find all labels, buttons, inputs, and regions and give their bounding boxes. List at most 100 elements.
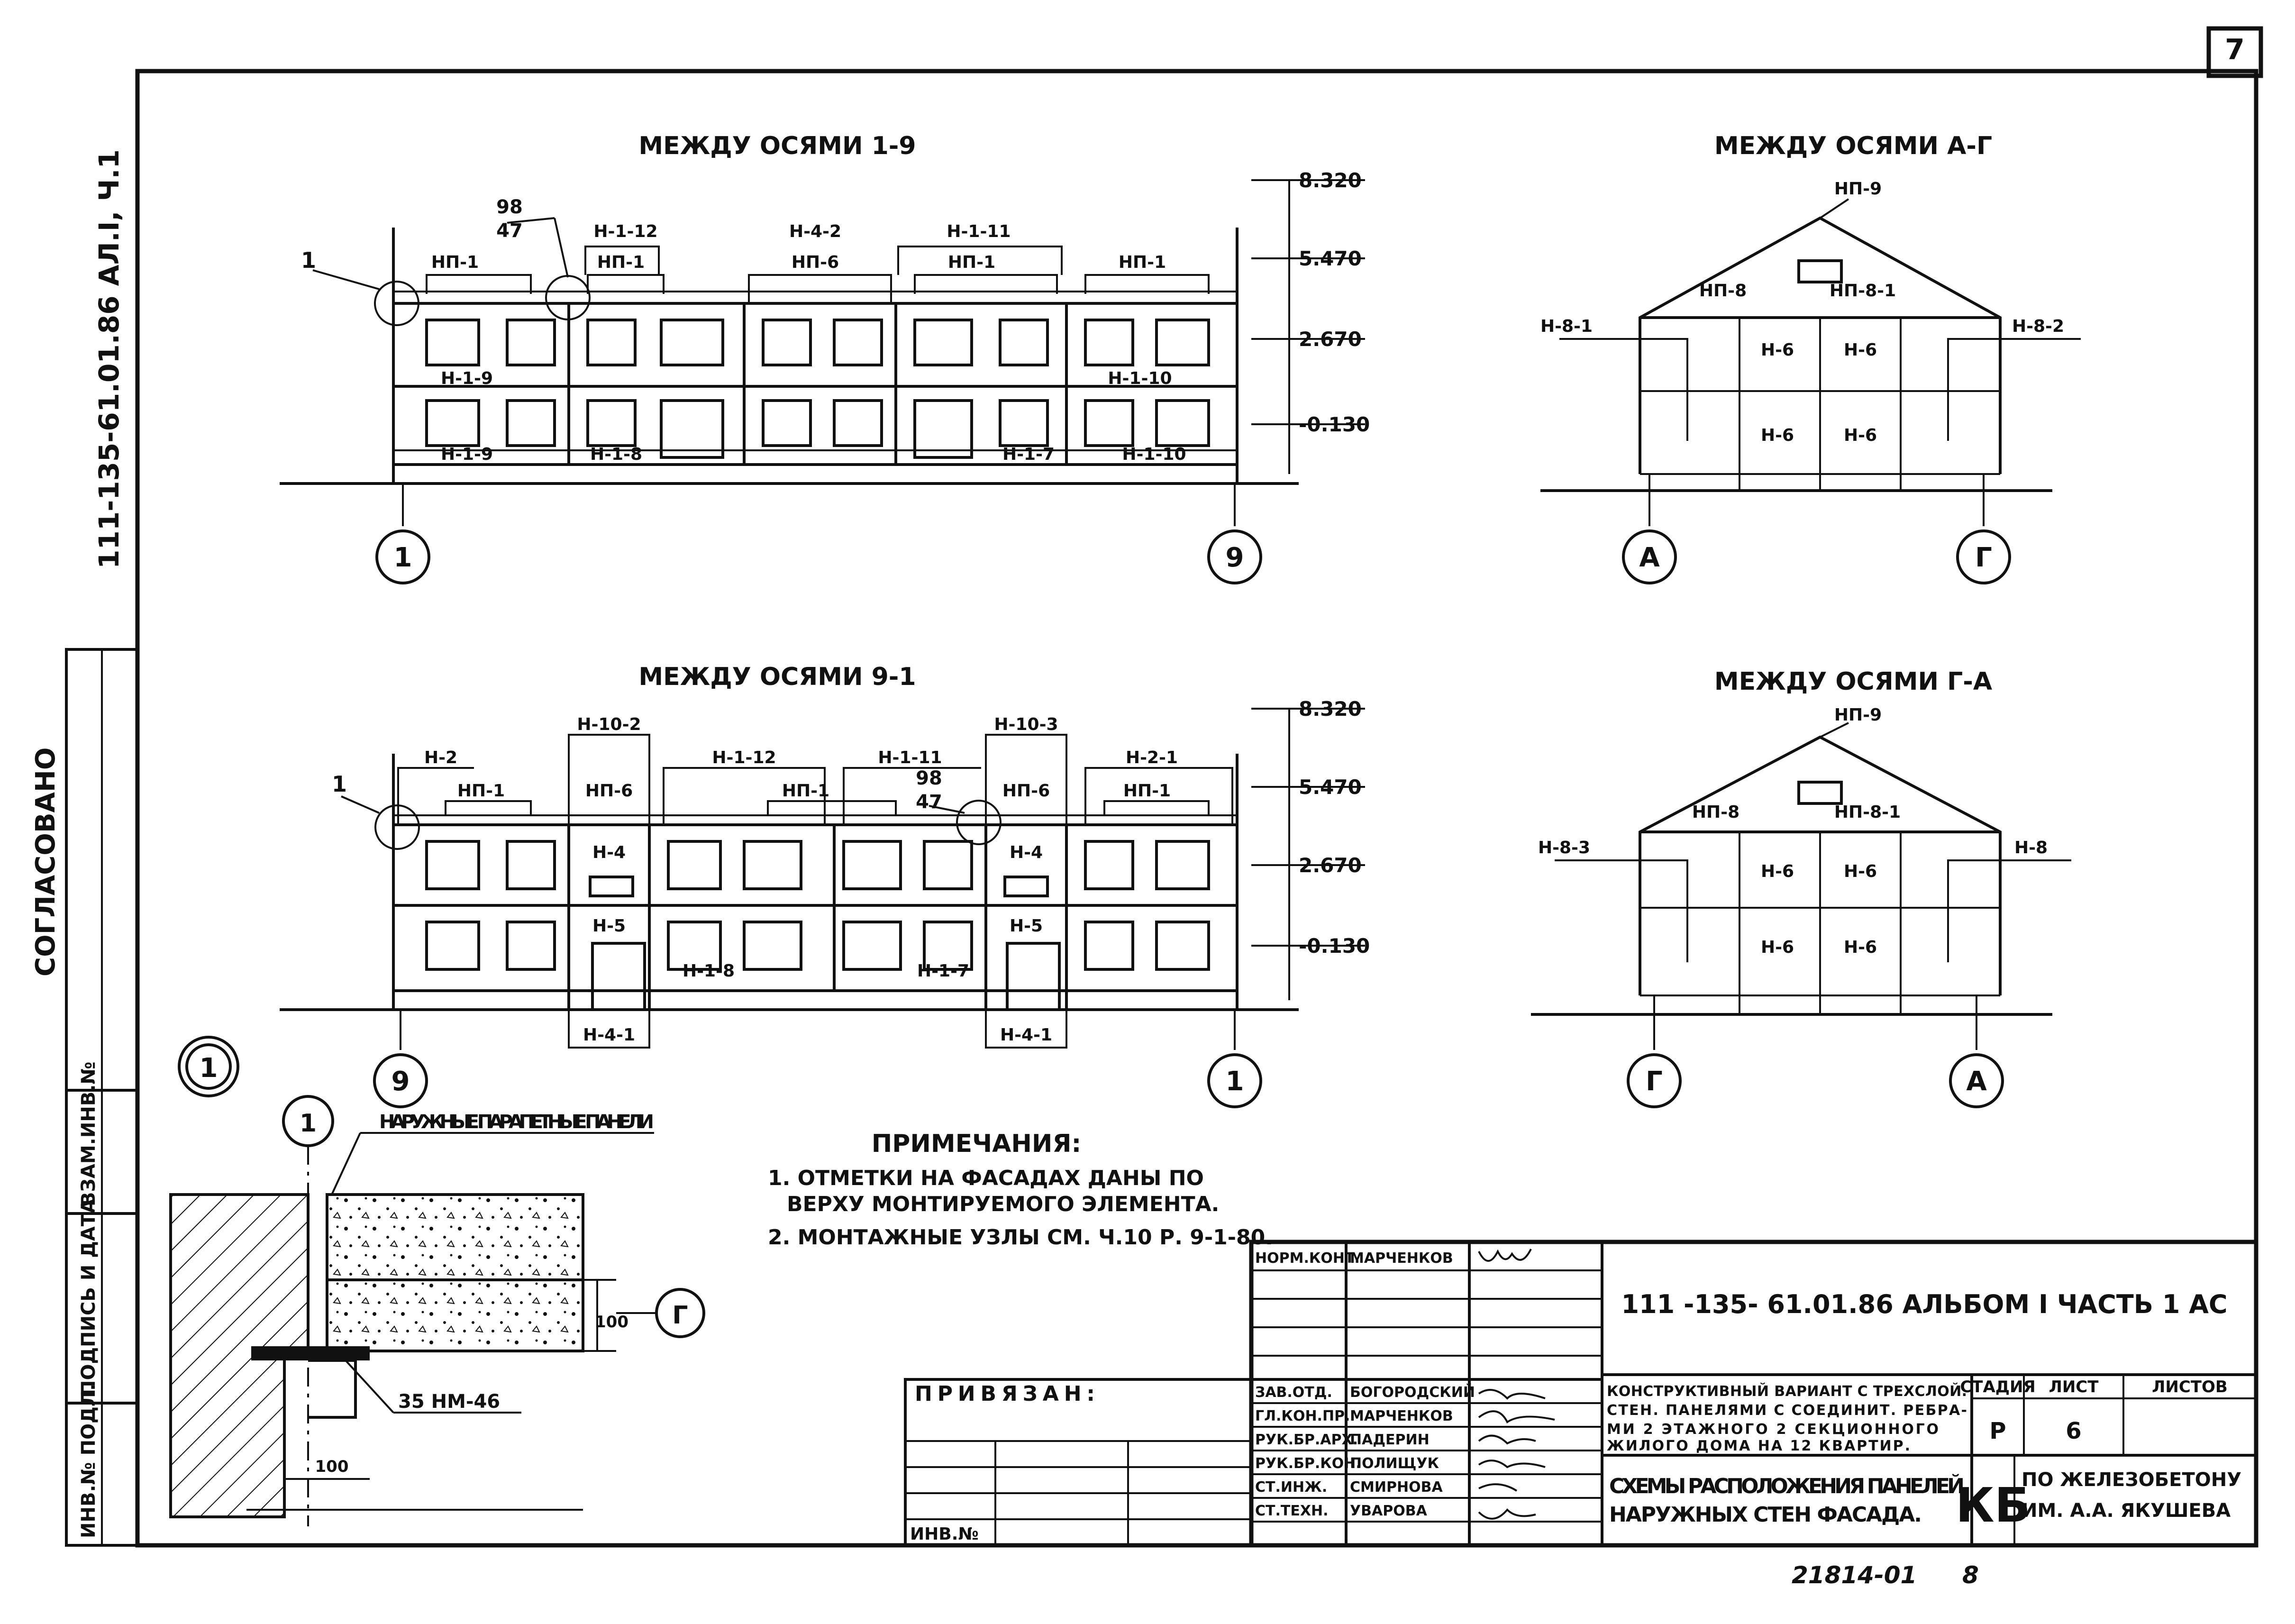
sheet-number: 7 bbox=[2225, 33, 2245, 66]
joint-top: 98 bbox=[496, 196, 523, 218]
label-np-6: НП-6 bbox=[585, 781, 633, 801]
name-ruk-br-arh: ПАДЕРИН bbox=[1350, 1432, 1430, 1448]
notes-title: ПРИМЕЧАНИЯ: bbox=[872, 1130, 1082, 1158]
role-st-inzh: СТ.ИНЖ. bbox=[1255, 1479, 1327, 1496]
label-n-6: Н-6 bbox=[1761, 426, 1794, 445]
role-ruk-br-arh: РУК.БР.АРХ. bbox=[1255, 1432, 1358, 1448]
stage-value: Р bbox=[1989, 1418, 2006, 1444]
label-n-8: Н-8 bbox=[2014, 838, 2048, 858]
name-norm-kont: МАРЧЕНКОВ bbox=[1350, 1250, 1453, 1267]
node-ref-1: 1 bbox=[332, 771, 347, 797]
label-n-4-2: Н-4-2 bbox=[789, 222, 841, 241]
description-line-2: СТЕН. ПАНЕЛЯМИ С СОЕДИНИТ. РЕБРА- bbox=[1607, 1402, 1967, 1419]
facade-a-g-title: МЕЖДУ ОСЯМИ А-Г bbox=[1714, 132, 1992, 160]
page-number: 8 bbox=[1962, 1561, 1979, 1589]
elev-8320: 8.320 bbox=[1299, 169, 1362, 192]
description-line-3: МИ 2 ЭТАЖНОГО 2 СЕКЦИОННОГО bbox=[1607, 1421, 1939, 1438]
label-n-5: Н-5 bbox=[1010, 916, 1043, 936]
drawing-title-line-1: СХЕМЫ РАСПОЛОЖЕНИЯ ПАНЕЛЕЙ bbox=[1609, 1473, 1965, 1498]
org-logo: КБ bbox=[1956, 1478, 2031, 1533]
facade-9-1-title: МЕЖДУ ОСЯМИ 9-1 bbox=[638, 663, 916, 691]
detail-dim-2: 100 bbox=[315, 1457, 349, 1476]
facade-1-9-title: МЕЖДУ ОСЯМИ 1-9 bbox=[638, 132, 916, 160]
label-n-4: Н-4 bbox=[1010, 843, 1043, 862]
elev-2670: 2.670 bbox=[1299, 328, 1362, 351]
role-gl-kon-pr: ГЛ.КОН.ПР. bbox=[1255, 1408, 1350, 1424]
axis-bubble-a: А bbox=[1966, 1066, 1987, 1097]
axis-bubble-9-right: 9 bbox=[1226, 542, 1244, 573]
role-norm-kont: НОРМ.КОНТ. bbox=[1255, 1250, 1360, 1267]
label-n-1-12: Н-1-12 bbox=[593, 222, 657, 241]
sheet-header: ЛИСТ bbox=[2049, 1378, 2099, 1396]
label-n-1-10: Н-1-10 bbox=[1122, 445, 1186, 464]
label-n-1-9: Н-1-9 bbox=[441, 445, 493, 464]
label-n-8-2: Н-8-2 bbox=[2012, 317, 2064, 336]
facade-a-g: МЕЖДУ ОСЯМИ А-Г bbox=[1540, 132, 2081, 584]
name-zav-otd: БОГОРОДСКИЙ bbox=[1350, 1384, 1475, 1401]
label-np-6: НП-6 bbox=[1002, 781, 1050, 801]
agreed-label: СОГЛАСОВАНО bbox=[30, 748, 61, 976]
note-2: 2. МОНТАЖНЫЕ УЗЛЫ СМ. Ч.10 Р. 9-1-80. bbox=[768, 1225, 1273, 1250]
label-n-6: Н-6 bbox=[1844, 426, 1877, 445]
axis-bubble-1-left: 1 bbox=[394, 542, 412, 573]
org-name-line-1: ПО ЖЕЛЕЗОБЕТОНУ bbox=[2022, 1469, 2241, 1491]
name-st-inzh: СМИРНОВА bbox=[1350, 1479, 1443, 1496]
description-line-4: ЖИЛОГО ДОМА НА 12 КВАРТИР. bbox=[1607, 1438, 1910, 1454]
label-n-6: Н-6 bbox=[1844, 862, 1877, 881]
side-stamp bbox=[65, 648, 139, 1547]
label-np-1: НП-1 bbox=[1119, 253, 1166, 272]
label-n-1-12: Н-1-12 bbox=[712, 748, 776, 767]
label-np-9: НП-9 bbox=[1834, 705, 1882, 725]
elev-8320: 8.320 bbox=[1299, 697, 1362, 721]
label-n-6: Н-6 bbox=[1761, 938, 1794, 957]
axis-bubble-g: Г bbox=[1646, 1066, 1663, 1097]
axis-bubble-g: Г bbox=[1975, 542, 1992, 573]
title-block bbox=[904, 1240, 2259, 1548]
label-np-8-1: НП-8-1 bbox=[1830, 281, 1896, 301]
elev-5470: 5.470 bbox=[1299, 776, 1362, 799]
axis-bubble-a: А bbox=[1639, 542, 1660, 573]
facade-g-a: МЕЖДУ ОСЯМИ Г-А bbox=[1531, 667, 2071, 1108]
description-line-1: КОНСТРУКТИВНЫЙ ВАРИАНТ С ТРЕХСЛОЙ. bbox=[1607, 1383, 1967, 1400]
label-n-2: Н-2 bbox=[424, 748, 457, 767]
role-zav-otd: ЗАВ.ОТД. bbox=[1255, 1384, 1332, 1401]
label-n-8-1: Н-8-1 bbox=[1540, 317, 1593, 336]
facade-9-1: МЕЖДУ ОСЯМИ 9-1 bbox=[280, 663, 1365, 1108]
label-np-1: НП-1 bbox=[457, 781, 505, 801]
label-n-1-8: Н-1-8 bbox=[590, 445, 642, 464]
signatures bbox=[1478, 1249, 1555, 1520]
stage-header: СТАДИЯ bbox=[1960, 1378, 2035, 1396]
node-ref-1: 1 bbox=[301, 247, 316, 273]
detail-dim-1: 100 bbox=[595, 1313, 628, 1332]
facade-g-a-title: МЕЖДУ ОСЯМИ Г-А bbox=[1714, 667, 1992, 696]
detail-number: 1 bbox=[200, 1053, 218, 1084]
label-n-4-1: Н-4-1 bbox=[1000, 1025, 1052, 1045]
label-n-4-1: Н-4-1 bbox=[583, 1025, 635, 1045]
detail-axis-side: Г bbox=[672, 1301, 688, 1330]
name-st-tehn: УВАРОВА bbox=[1350, 1503, 1428, 1519]
label-np-1: НП-1 bbox=[948, 253, 995, 272]
label-n-1-9: Н-1-9 bbox=[441, 369, 493, 388]
detail-axis-top: 1 bbox=[300, 1109, 317, 1138]
label-np-1: НП-1 bbox=[782, 781, 829, 801]
detail-connector: 35 НМ-46 bbox=[398, 1391, 500, 1413]
sheet-value: 6 bbox=[2066, 1418, 2081, 1444]
org-name-line-2: ИМ. А.А. ЯКУШЕВА bbox=[2022, 1500, 2231, 1522]
role-st-tehn: СТ.ТЕХН. bbox=[1255, 1503, 1328, 1519]
axis-bubble-1-right: 1 bbox=[1226, 1066, 1244, 1097]
role-ruk-br-kon: РУК.БР.КОН. bbox=[1255, 1455, 1361, 1472]
label-np-8-1: НП-8-1 bbox=[1834, 803, 1901, 822]
label-n-6: Н-6 bbox=[1844, 340, 1877, 360]
label-n-4: Н-4 bbox=[592, 843, 626, 862]
label-n-1-7: Н-1-7 bbox=[917, 961, 969, 981]
label-n-1-11: Н-1-11 bbox=[947, 222, 1011, 241]
label-n-10-3: Н-10-3 bbox=[994, 715, 1058, 734]
name-ruk-br-kon: ПОЛИЩУК bbox=[1350, 1455, 1439, 1472]
label-n-5: Н-5 bbox=[592, 916, 626, 936]
elev-2670: 2.670 bbox=[1299, 854, 1362, 877]
label-n-10-2: Н-10-2 bbox=[577, 715, 641, 734]
note-1b: ВЕРХУ МОНТИРУЕМОГО ЭЛЕМЕНТА. bbox=[787, 1192, 1219, 1216]
linked-label: ПРИВЯЗАН: bbox=[915, 1382, 1095, 1406]
facade-1-9: МЕЖДУ ОСЯМИ 1-9 bbox=[280, 132, 1365, 584]
